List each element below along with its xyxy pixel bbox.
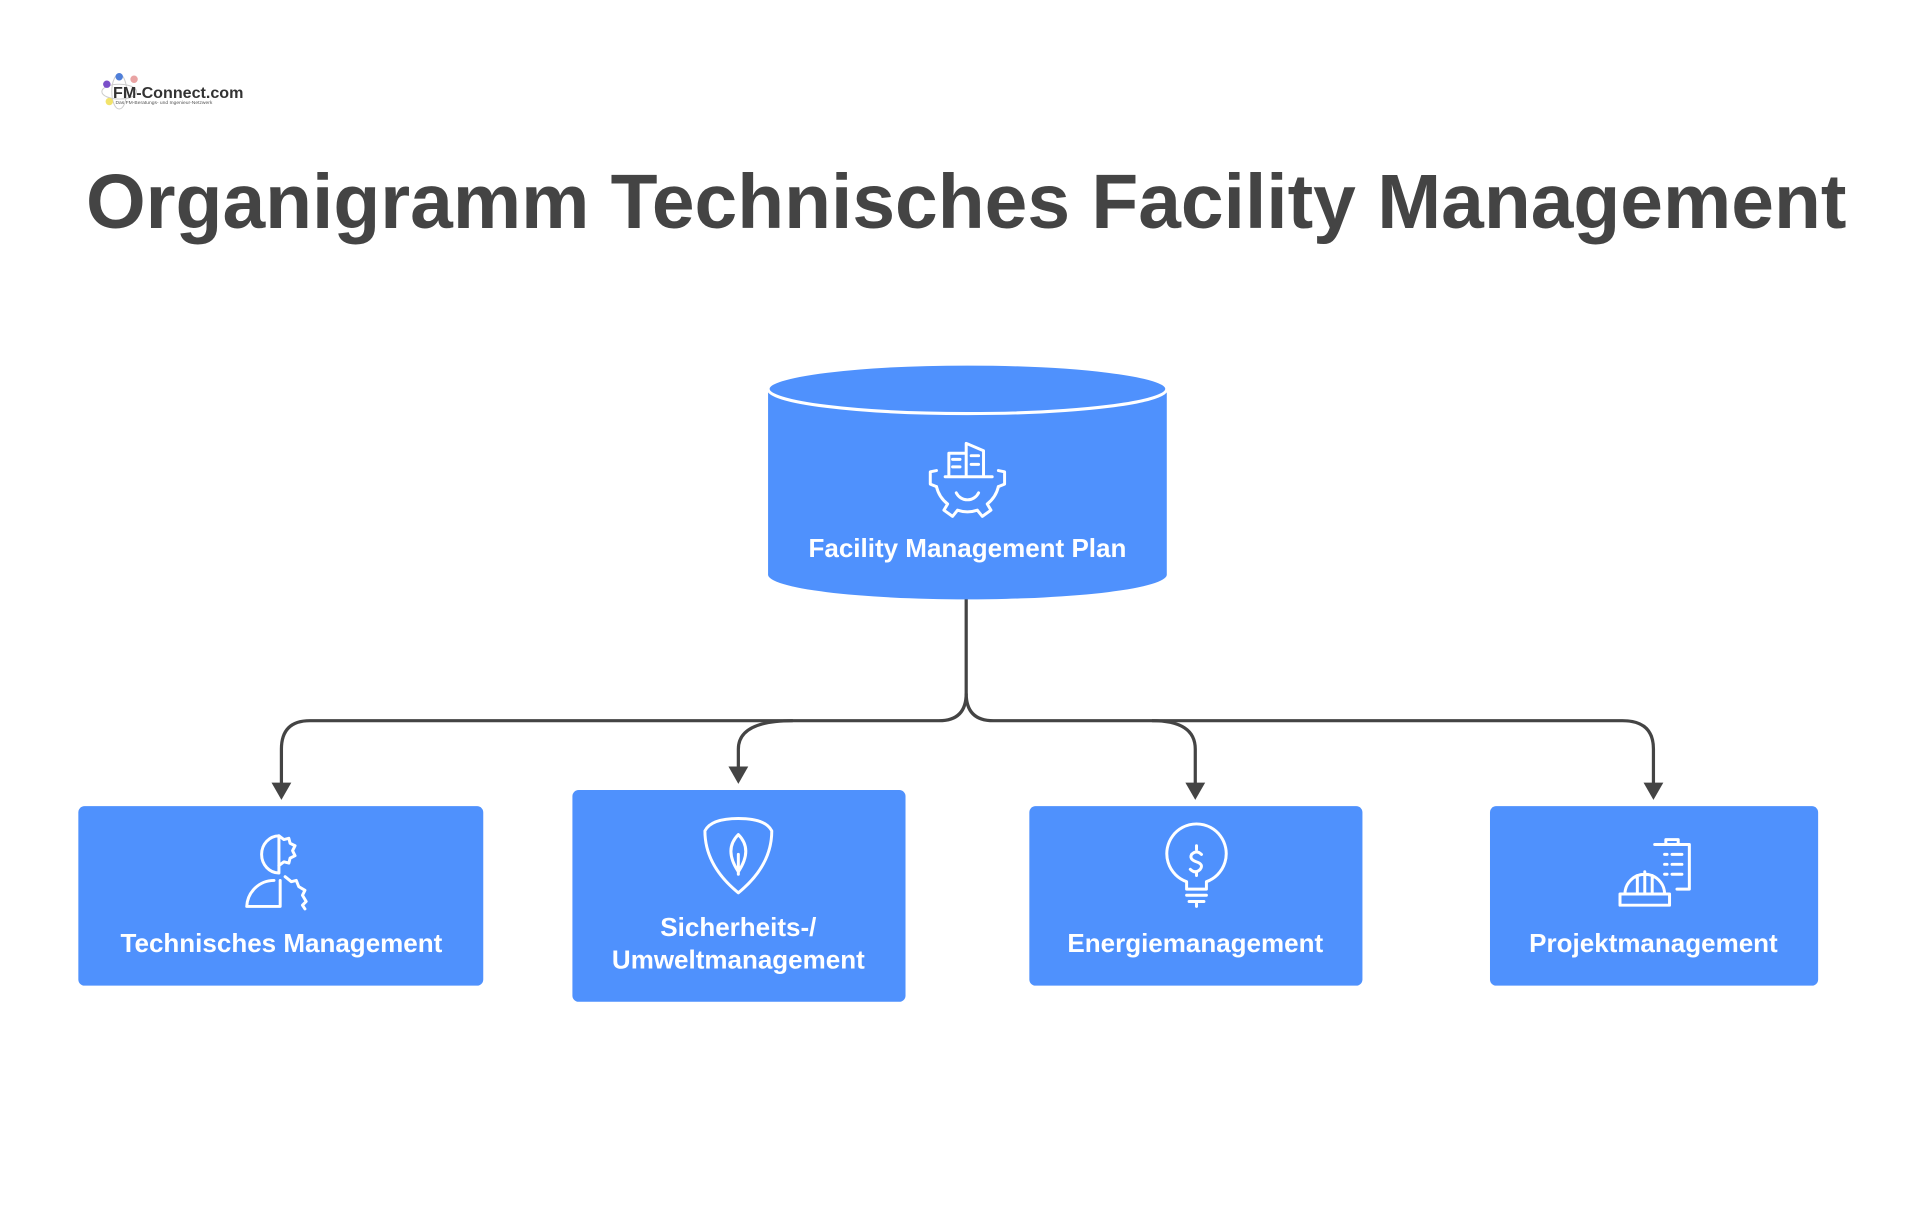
shield-leaf-icon — [703, 817, 774, 895]
svg-text:Technisches Management: Technisches Management — [121, 928, 443, 958]
edge-technisches — [279, 693, 968, 786]
edges — [271, 598, 1664, 800]
edge-energie — [964, 693, 1656, 786]
root-node[interactable]: Facility Management Plan — [766, 362, 1169, 600]
arrow-head — [271, 782, 292, 800]
edge-sicherheit — [736, 719, 793, 768]
arrow-head — [1185, 782, 1206, 800]
arrow-head — [728, 766, 749, 784]
root-label: Facility Management Plan — [808, 533, 1126, 563]
svg-text:FM-Connect.com: FM-Connect.com — [113, 84, 243, 102]
svg-text:Energiemanagement: Energiemanagement — [1067, 928, 1323, 958]
node-sicherheits-umweltmanagement[interactable]: Sicherheits-/ Umweltmanagement — [572, 790, 906, 1002]
svg-text:Projektmanagement: Projektmanagement — [1529, 928, 1778, 958]
person-gear-icon — [245, 834, 308, 911]
lightbulb-dollar-icon — [1165, 822, 1228, 908]
svg-text:Umweltmanagement: Umweltmanagement — [612, 944, 865, 974]
page-title: Organigramm Technisches Facility Managem… — [86, 160, 1846, 245]
svg-text:Sicherheits-/: Sicherheits-/ — [660, 912, 816, 942]
building-gear-icon — [928, 441, 1007, 518]
logo: FM-Connect.com Das FM-Beratungs- und Ing… — [101, 73, 243, 110]
node-technisches-management[interactable]: Technisches Management — [78, 806, 484, 986]
helmet-clipboard-icon — [1618, 838, 1691, 907]
svg-text:Das FM-Beratungs- und Ingenieu: Das FM-Beratungs- und Ingenieur-Netzwerk — [115, 100, 212, 106]
node-energiemanagement[interactable]: Energiemanagement — [1029, 806, 1363, 986]
edge-energie-branch — [1151, 719, 1197, 786]
node-projektmanagement[interactable]: Projektmanagement — [1489, 806, 1819, 986]
arrow-head — [1643, 782, 1664, 800]
